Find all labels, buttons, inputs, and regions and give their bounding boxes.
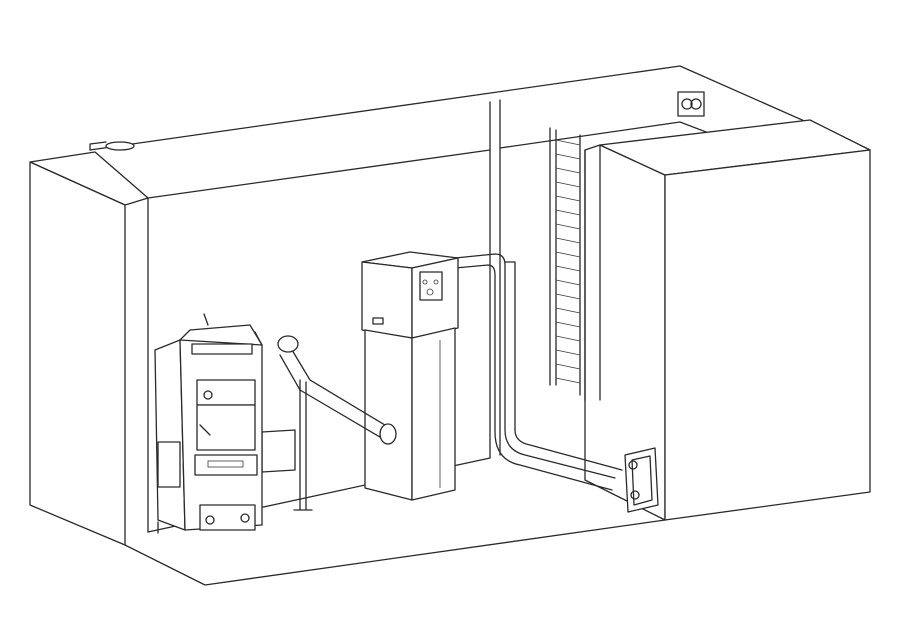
ladder-rung	[555, 237, 581, 244]
wall-unit	[624, 447, 659, 513]
control-panel	[419, 271, 443, 301]
boiler	[154, 313, 263, 531]
ladder-rung	[555, 363, 581, 370]
ladder-rung	[555, 167, 581, 174]
ladder-rung	[555, 307, 581, 314]
room-walls	[29, 65, 871, 586]
ladder-rung	[555, 139, 581, 146]
ladder-rung	[555, 377, 581, 384]
ladder-rung	[555, 279, 581, 286]
ladder-rung	[555, 209, 581, 216]
ladder-rung	[555, 349, 581, 356]
ladder-rung	[555, 293, 581, 300]
ladder-rung	[555, 181, 581, 188]
ladder-rung	[555, 265, 581, 272]
wall-outlet	[677, 91, 705, 117]
pipework	[454, 253, 623, 491]
ladder-rung	[555, 223, 581, 230]
ladder-rung	[555, 335, 581, 342]
pellet-auger	[261, 335, 397, 511]
ladder-rung	[555, 251, 581, 258]
ladder	[549, 127, 581, 396]
ladder-rung	[555, 195, 581, 202]
pellet-hopper	[361, 251, 459, 501]
ladder-rung	[555, 321, 581, 328]
ladder-rung	[555, 153, 581, 160]
